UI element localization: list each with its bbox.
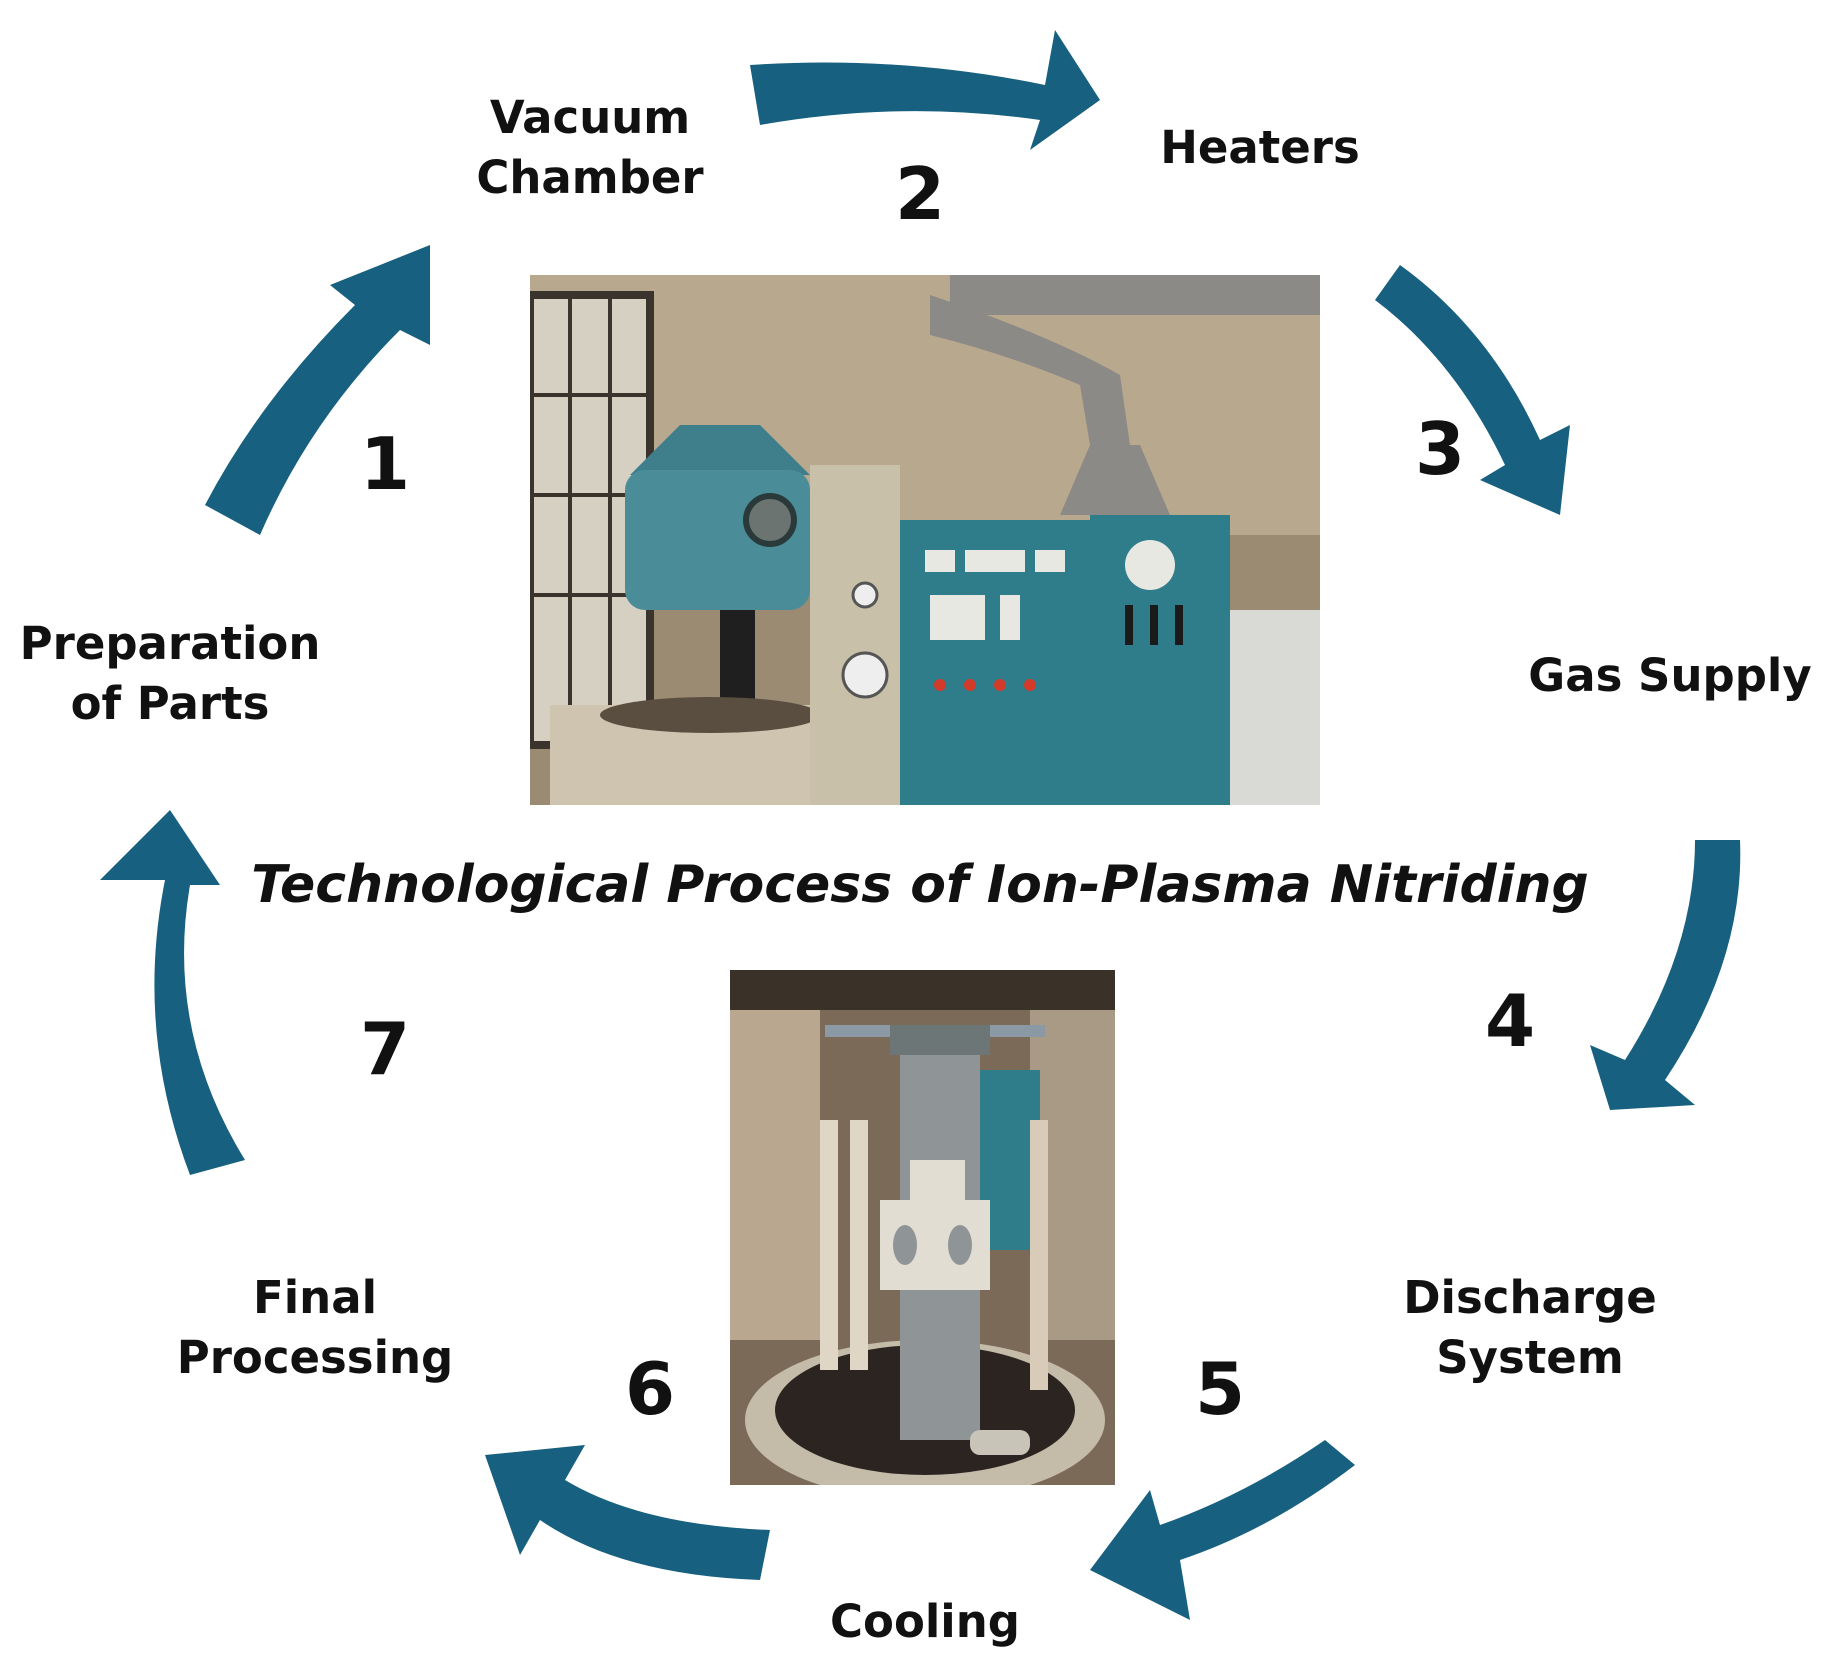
step-label-gas-supply: Gas Supply — [1528, 649, 1812, 702]
diagram-title: Technological Process of Ion-Plasma Nitr… — [251, 855, 1589, 915]
arrow-step-5 — [1090, 1440, 1355, 1620]
step-number-4: 4 — [1484, 979, 1536, 1063]
arrow-step-7 — [100, 810, 245, 1175]
step-number-1: 1 — [359, 422, 411, 506]
arrow-step-1 — [205, 245, 430, 535]
step-number-2: 2 — [894, 152, 946, 236]
step-number-3: 3 — [1414, 407, 1466, 491]
arrow-step-6 — [485, 1445, 770, 1580]
arrow-step-3 — [1375, 265, 1570, 515]
step-number-5: 5 — [1194, 1347, 1246, 1431]
chamber-interior-photo — [730, 970, 1115, 1485]
arrow-step-2 — [750, 30, 1100, 150]
step-label-heaters: Heaters — [1160, 121, 1360, 174]
step-number-7: 7 — [359, 1007, 411, 1091]
installation-photo — [530, 275, 1320, 805]
step-number-6: 6 — [624, 1347, 676, 1431]
step-label-cooling: Cooling — [830, 1595, 1020, 1648]
arrow-step-4 — [1590, 840, 1741, 1110]
